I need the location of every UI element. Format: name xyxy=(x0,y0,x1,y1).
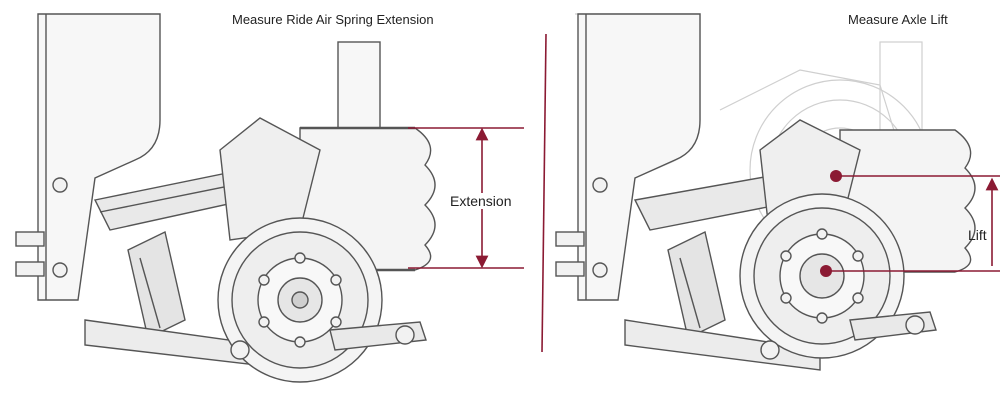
upper-axle-marker xyxy=(830,170,842,182)
left-suspension-illustration xyxy=(15,13,436,383)
left-panel-title: Measure Ride Air Spring Extension xyxy=(232,12,434,27)
lift-dimension xyxy=(820,170,1000,277)
right-panel-title: Measure Axle Lift xyxy=(848,12,948,27)
right-suspension-illustration xyxy=(555,13,976,371)
lower-axle-marker xyxy=(820,265,832,277)
lift-label: Lift xyxy=(968,227,987,243)
panel-divider xyxy=(541,33,547,353)
extension-label: Extension xyxy=(448,193,514,209)
